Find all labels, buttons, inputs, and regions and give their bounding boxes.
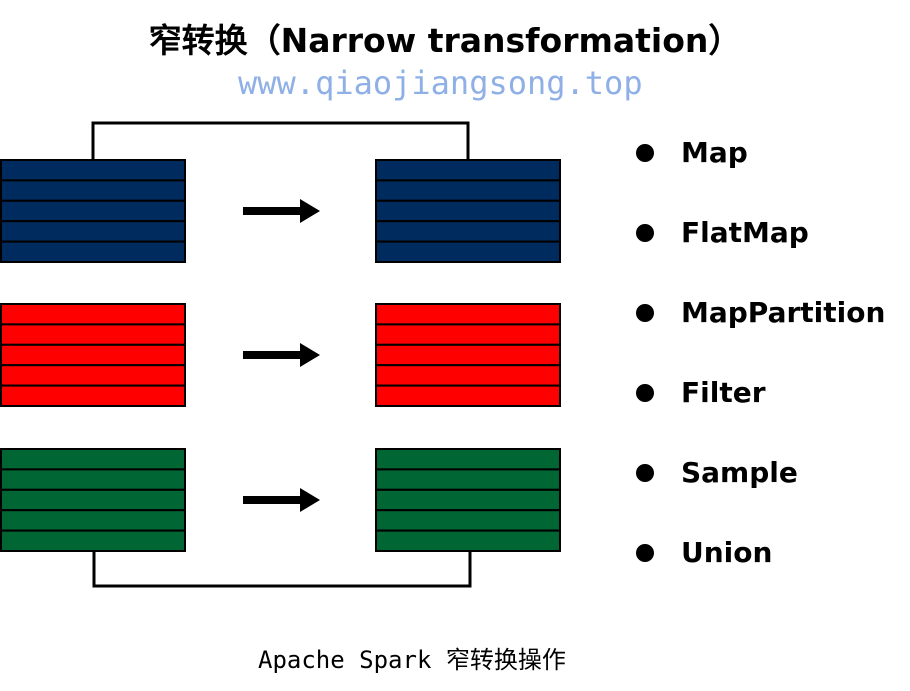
partition-stripe [375,468,561,491]
operation-item: MapPartition [636,294,885,374]
partition-stripe [0,364,186,387]
partition-stripe [0,488,186,512]
partition-stripe [375,384,561,408]
operation-label: MapPartition [681,296,886,329]
operation-item: Filter [636,374,885,454]
rdd-navy-source [0,159,186,264]
partition-stripe [0,179,186,202]
partition-stripe [375,240,561,264]
transform-arrow-icon [243,343,320,367]
diagram-caption: Apache Spark 窄转换操作 [258,646,566,674]
partition-stripe [0,384,186,408]
operation-label: FlatMap [681,216,809,249]
rdd-green-source [0,448,186,552]
bullet-icon [636,304,654,322]
bullet-icon [636,544,654,562]
operation-label: Map [681,136,748,169]
bottom-bracket-connector [92,550,472,588]
operation-label: Union [681,536,773,569]
operation-item: Map [636,134,885,214]
partition-stripe [0,159,186,182]
partition-stripe [375,159,561,182]
top-bracket-connector [91,121,470,160]
operation-item: Union [636,534,885,614]
partition-stripe [375,509,561,532]
partition-stripe [375,448,561,471]
operation-item: Sample [636,454,885,534]
rdd-navy-target [375,159,561,264]
rdd-red-source [0,303,186,408]
partition-stripe [375,529,561,552]
partition-stripe [0,448,186,471]
partition-stripe [375,323,561,346]
partition-stripe [0,199,186,223]
partition-stripe [0,468,186,491]
partition-stripe [0,343,186,367]
bullet-icon [636,384,654,402]
partition-stripe [0,509,186,532]
operation-item: FlatMap [636,214,885,294]
bullet-icon [636,144,654,162]
operation-label: Filter [681,376,766,409]
partition-stripe [0,323,186,346]
partition-stripe [0,529,186,552]
partition-stripe [375,343,561,367]
partition-stripe [0,240,186,264]
partition-stripe [0,220,186,243]
bullet-icon [636,224,654,242]
rdd-red-target [375,303,561,408]
partition-stripe [375,199,561,223]
rdd-green-target [375,448,561,552]
transform-arrow-icon [243,199,320,223]
page-title: 窄转换（Narrow transformation） [148,21,742,60]
bullet-icon [636,464,654,482]
partition-stripe [375,179,561,202]
watermark-url: www.qiaojiangsong.top [238,64,643,102]
partition-stripe [375,220,561,243]
partition-stripe [375,488,561,512]
transform-arrow-icon [243,488,320,512]
operation-label: Sample [681,456,798,489]
partition-stripe [375,364,561,387]
partition-stripe [375,303,561,326]
partition-stripe [0,303,186,326]
